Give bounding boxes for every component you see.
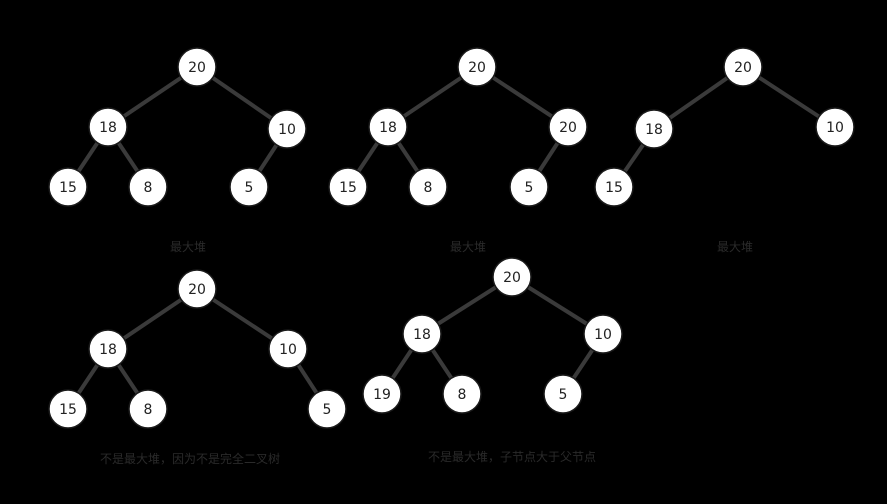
- node-value: 15: [339, 180, 357, 196]
- tree-node: 15: [328, 167, 368, 207]
- node-circle: [815, 107, 855, 147]
- node-circle: [328, 167, 368, 207]
- tree-node: 8: [128, 389, 168, 429]
- node-value: 20: [468, 60, 486, 76]
- node-value: 18: [379, 120, 397, 136]
- node-circle: [128, 389, 168, 429]
- node-value: 5: [245, 180, 254, 196]
- tree-1-caption: 最大堆: [169, 240, 207, 254]
- node-value: 5: [323, 402, 332, 418]
- tree-node: 10: [268, 329, 308, 369]
- tree-node: 5: [543, 374, 583, 414]
- tree-node: 18: [402, 314, 442, 354]
- tree-node: 18: [88, 329, 128, 369]
- node-circle: [88, 329, 128, 369]
- node-circle: [128, 167, 168, 207]
- node-circle: [268, 329, 308, 369]
- tree-4-caption: 不是最大堆，因为不是完全二叉树: [99, 452, 281, 466]
- tree-5: 20 18 10 19 8 5: [362, 257, 623, 414]
- node-circle: [634, 109, 674, 149]
- node-circle: [307, 389, 347, 429]
- tree-node: 15: [48, 167, 88, 207]
- tree-2-caption: 最大堆: [449, 240, 487, 254]
- node-circle: [229, 167, 269, 207]
- node-value: 5: [525, 180, 534, 196]
- node-value: 20: [734, 60, 752, 76]
- node-value: 15: [605, 180, 623, 196]
- node-circle: [548, 107, 588, 147]
- node-circle: [457, 47, 497, 87]
- tree-4: 20 18 10 15 8 5: [48, 269, 347, 429]
- node-circle: [362, 374, 402, 414]
- tree-node: 8: [442, 374, 482, 414]
- node-circle: [543, 374, 583, 414]
- node-value: 5: [559, 387, 568, 403]
- node-circle: [594, 167, 634, 207]
- tree-node: 15: [48, 389, 88, 429]
- node-value: 18: [99, 342, 117, 358]
- node-circle: [267, 109, 307, 149]
- node-circle: [48, 167, 88, 207]
- tree-node: 19: [362, 374, 402, 414]
- node-value: 20: [188, 60, 206, 76]
- node-value: 10: [826, 120, 844, 136]
- tree-node: 20: [457, 47, 497, 87]
- node-circle: [492, 257, 532, 297]
- node-value: 10: [594, 327, 612, 343]
- node-circle: [88, 107, 128, 147]
- tree-2: 20 18 20 15 8 5: [328, 47, 588, 207]
- node-value: 8: [458, 387, 467, 403]
- tree-node: 8: [128, 167, 168, 207]
- node-circle: [177, 269, 217, 309]
- tree-node: 18: [88, 107, 128, 147]
- tree-node: 20: [177, 47, 217, 87]
- tree-node: 20: [548, 107, 588, 147]
- node-circle: [48, 389, 88, 429]
- node-value: 15: [59, 402, 77, 418]
- node-value: 20: [188, 282, 206, 298]
- tree-node: 5: [229, 167, 269, 207]
- tree-3: 20 18 10 15: [594, 47, 855, 207]
- node-circle: [583, 314, 623, 354]
- node-value: 20: [503, 270, 521, 286]
- tree-node: 10: [583, 314, 623, 354]
- tree-node: 20: [723, 47, 763, 87]
- node-circle: [177, 47, 217, 87]
- tree-node: 8: [408, 167, 448, 207]
- tree-node: 5: [307, 389, 347, 429]
- node-value: 15: [59, 180, 77, 196]
- node-value: 8: [144, 180, 153, 196]
- tree-node: 15: [594, 167, 634, 207]
- node-circle: [408, 167, 448, 207]
- node-circle: [509, 167, 549, 207]
- tree-node: 10: [815, 107, 855, 147]
- tree-node: 18: [368, 107, 408, 147]
- node-value: 20: [559, 120, 577, 136]
- node-circle: [402, 314, 442, 354]
- tree-1: 20 18 10 15 8 5: [48, 47, 307, 207]
- node-value: 18: [645, 122, 663, 138]
- tree-node: 18: [634, 109, 674, 149]
- node-value: 18: [413, 327, 431, 343]
- node-value: 18: [99, 120, 117, 136]
- tree-node: 10: [267, 109, 307, 149]
- node-circle: [723, 47, 763, 87]
- tree-node: 5: [509, 167, 549, 207]
- node-value: 10: [278, 122, 296, 138]
- tree-5-caption: 不是最大堆，子节点大于父节点: [427, 450, 597, 464]
- node-value: 8: [424, 180, 433, 196]
- node-value: 8: [144, 402, 153, 418]
- tree-node: 20: [492, 257, 532, 297]
- node-value: 10: [279, 342, 297, 358]
- tree-node: 20: [177, 269, 217, 309]
- tree-3-caption: 最大堆: [716, 240, 754, 254]
- node-circle: [442, 374, 482, 414]
- node-circle: [368, 107, 408, 147]
- node-value: 19: [373, 387, 391, 403]
